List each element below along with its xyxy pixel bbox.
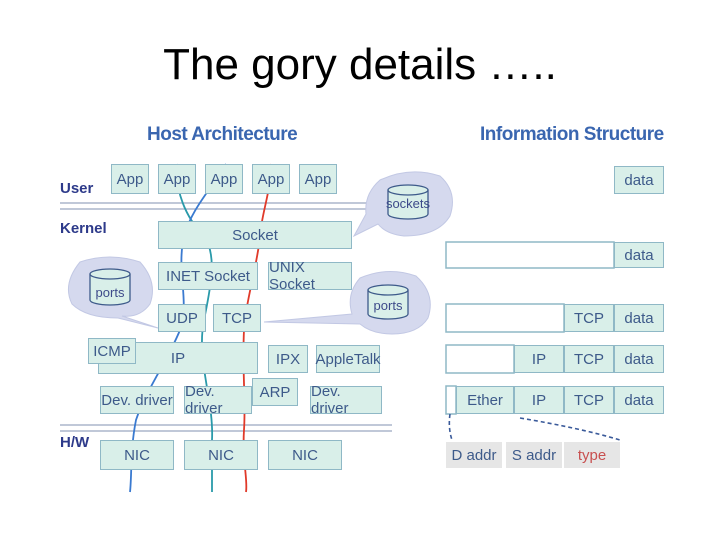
level-user: User xyxy=(60,180,94,197)
app-box: App xyxy=(299,164,337,194)
ipx-layer: IPX xyxy=(268,345,308,373)
inet-socket: INET Socket xyxy=(158,262,258,290)
sockets-bubble xyxy=(352,171,453,238)
app-box: App xyxy=(205,164,243,194)
dev-driver: Dev. driver xyxy=(100,386,174,414)
level-separators xyxy=(60,202,392,432)
ports-bubble-right xyxy=(263,271,431,335)
info-data-cell: data xyxy=(614,386,664,414)
addr-brace xyxy=(448,413,621,441)
level-kernel: Kernel xyxy=(60,220,107,237)
info-data-cell: data xyxy=(614,304,664,332)
ports-left-db-icon xyxy=(89,268,131,306)
ports-right-db-icon xyxy=(367,284,409,320)
level-hw: H/W xyxy=(60,434,90,451)
info-tcp-cell: TCP xyxy=(564,386,614,414)
ports-bubble-left xyxy=(67,256,159,329)
info-data-cell: data xyxy=(614,242,664,268)
dev-driver: Dev. driver xyxy=(184,383,252,417)
saddr-field: S addr xyxy=(506,442,562,468)
unix-socket: UNIX Socket xyxy=(268,259,352,293)
arp-layer: ARP xyxy=(252,378,298,406)
slide-title: The gory details ….. xyxy=(163,40,557,89)
sockets-db-icon xyxy=(387,184,429,220)
type-field: type xyxy=(564,442,620,468)
information-structure-header: Information Structure xyxy=(480,124,664,145)
dev-driver: Dev. driver xyxy=(310,383,382,417)
tcp-layer: TCP xyxy=(213,304,261,332)
daddr-field: D addr xyxy=(446,442,502,468)
socket-layer: Socket xyxy=(158,221,352,249)
nic: NIC xyxy=(100,440,174,470)
nic: NIC xyxy=(268,440,342,470)
info-tcp-cell: TCP xyxy=(564,304,614,332)
udp-layer: UDP xyxy=(158,304,206,332)
info-data-cell: data xyxy=(614,345,664,373)
info-data-cell: data xyxy=(614,166,664,194)
icmp-layer: ICMP xyxy=(88,338,136,364)
info-ip-cell: IP xyxy=(514,386,564,414)
info-ether-cell: Ether xyxy=(456,386,514,414)
info-tcp-cell: TCP xyxy=(564,345,614,373)
app-box: App xyxy=(252,164,290,194)
app-box: App xyxy=(111,164,149,194)
host-architecture-header: Host Architecture xyxy=(147,124,298,145)
ports-right-label: ports xyxy=(373,298,403,313)
nic: NIC xyxy=(184,440,258,470)
info-ip-cell: IP xyxy=(514,345,564,373)
app-box: App xyxy=(158,164,196,194)
sockets-bubble-label: sockets xyxy=(385,196,431,211)
ports-left-label: ports xyxy=(95,285,125,300)
appletalk-layer: AppleTalk xyxy=(315,345,381,373)
